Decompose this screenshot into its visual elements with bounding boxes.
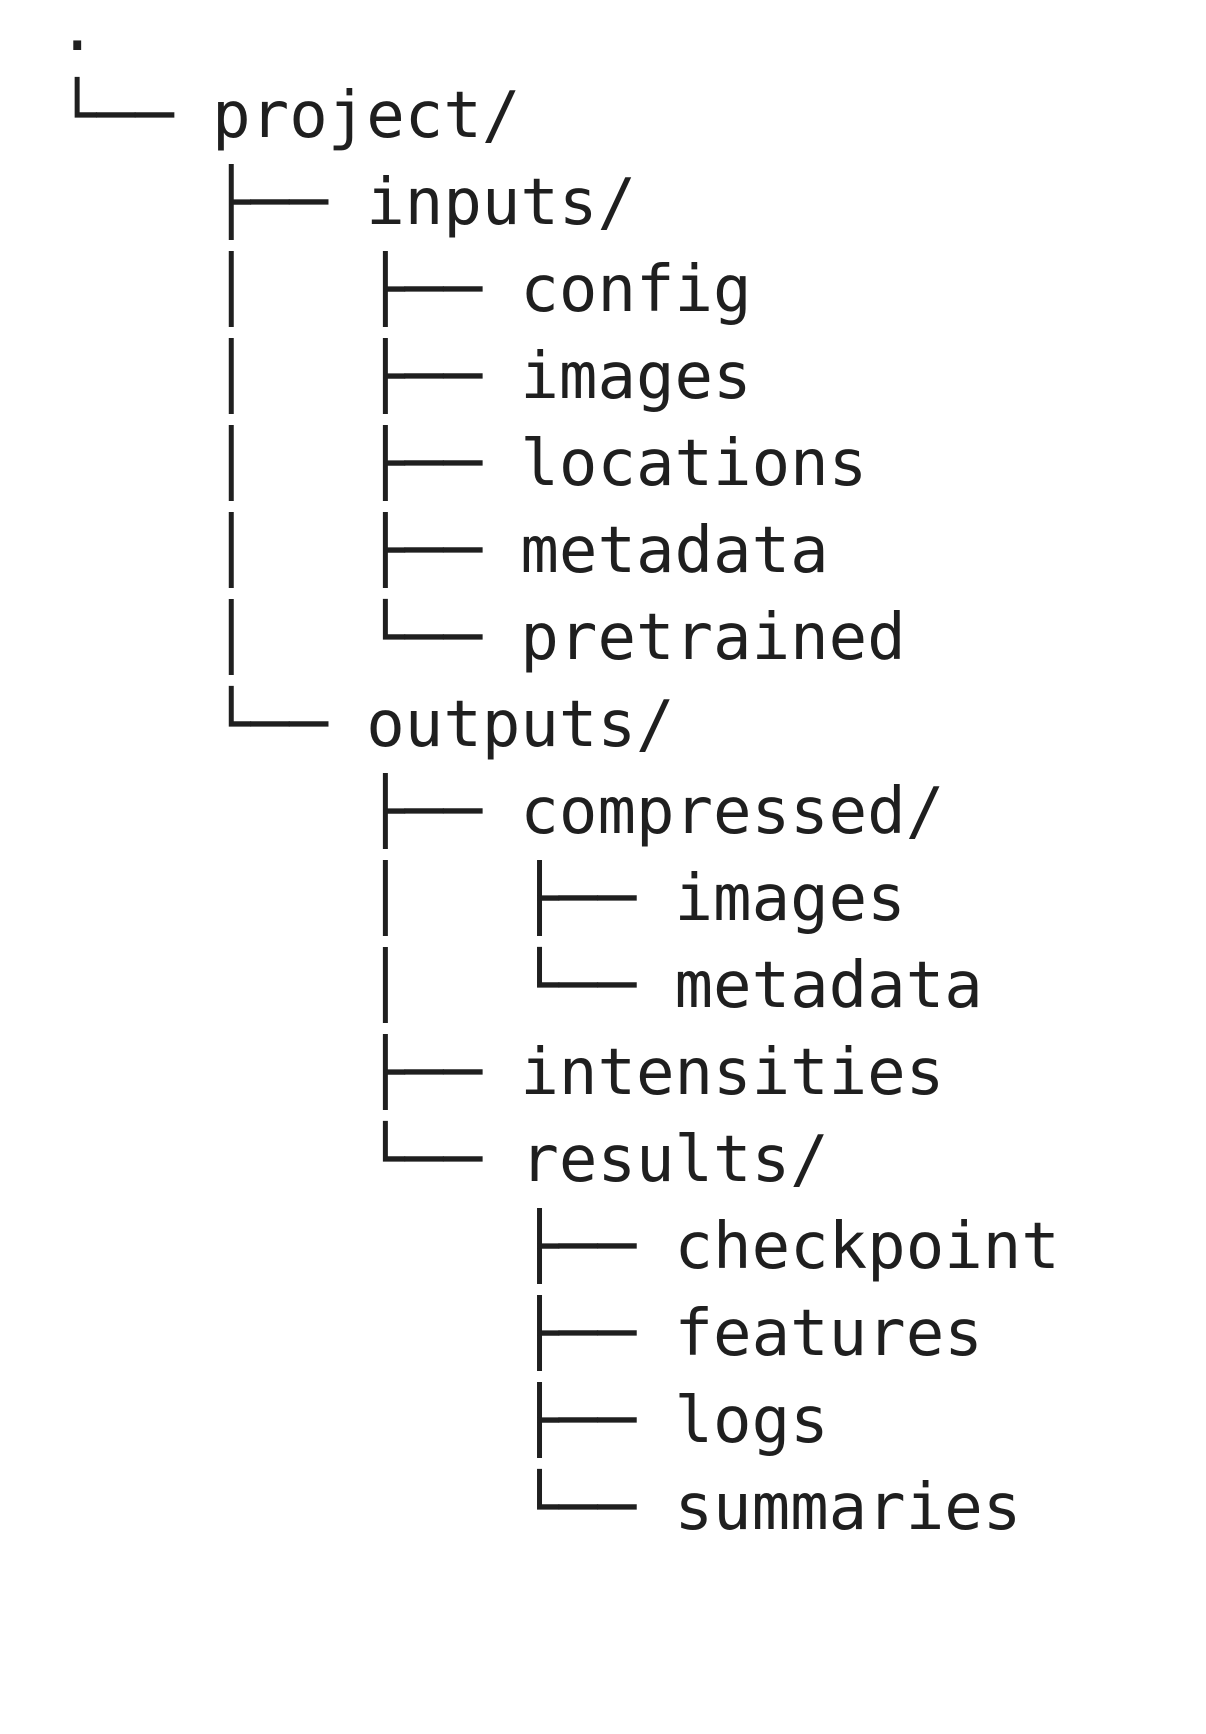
tree-branch: ├── — [58, 1297, 675, 1371]
tree-line-compressed-images: │ ├── images — [58, 856, 1060, 943]
tree-entry-name: results/ — [520, 1123, 829, 1197]
tree-branch: │ ├── — [58, 862, 675, 936]
tree-entry-name: logs — [674, 1384, 829, 1458]
tree-entry-name: inputs/ — [366, 166, 636, 240]
tree-entry-name: config — [520, 253, 752, 327]
tree-branch: │ ├── — [58, 253, 521, 327]
tree-branch: ├── — [58, 1036, 521, 1110]
tree-branch: │ ├── — [58, 340, 521, 414]
tree-line-compressed-metadata: │ └── metadata — [58, 943, 1060, 1030]
tree-line-outputs: └── outputs/ — [58, 682, 1060, 769]
tree-branch: │ ├── — [58, 514, 521, 588]
tree-entry-name: locations — [520, 427, 868, 501]
tree-entry-name: images — [520, 340, 752, 414]
tree-line-project: └── project/ — [58, 73, 1060, 160]
tree-entry-name: checkpoint — [674, 1210, 1060, 1284]
tree-entry-name: features — [674, 1297, 983, 1371]
tree-branch: └── — [58, 1471, 675, 1545]
tree-branch: └── — [58, 688, 367, 762]
tree-branch: ├── — [58, 775, 521, 849]
tree-branch: │ ├── — [58, 427, 521, 501]
tree-line-checkpoint: ├── checkpoint — [58, 1204, 1060, 1291]
tree-entry-name: outputs/ — [366, 688, 675, 762]
tree-branch: ├── — [58, 166, 367, 240]
tree-entry-name: pretrained — [520, 601, 906, 675]
tree-branch: ├── — [58, 1384, 675, 1458]
tree-line-results: └── results/ — [58, 1117, 1060, 1204]
tree-entry-name: project/ — [212, 79, 521, 153]
directory-tree: . └── project/ ├── inputs/ │ ├── config │… — [58, 0, 1060, 1552]
tree-line-pretrained: │ └── pretrained — [58, 595, 1060, 682]
tree-line-config: │ ├── config — [58, 247, 1060, 334]
tree-branch: └── — [58, 79, 213, 153]
tree-entry-name: metadata — [674, 949, 983, 1023]
tree-entry-name: summaries — [674, 1471, 1022, 1545]
tree-entry-name: compressed/ — [520, 775, 945, 849]
tree-entry-name: images — [674, 862, 906, 936]
tree-line-logs: ├── logs — [58, 1378, 1060, 1465]
tree-line-images: │ ├── images — [58, 334, 1060, 421]
tree-branch: │ └── — [58, 601, 521, 675]
tree-line-features: ├── features — [58, 1291, 1060, 1378]
tree-line-summaries: └── summaries — [58, 1465, 1060, 1552]
tree-branch: ├── — [58, 1210, 675, 1284]
tree-line-inputs: ├── inputs/ — [58, 160, 1060, 247]
tree-root: . — [58, 0, 97, 66]
tree-entry-name: intensities — [520, 1036, 945, 1110]
tree-branch: └── — [58, 1123, 521, 1197]
tree-line-metadata: │ ├── metadata — [58, 508, 1060, 595]
tree-entry-name: metadata — [520, 514, 829, 588]
tree-branch: │ └── — [58, 949, 675, 1023]
tree-line-intensities: ├── intensities — [58, 1030, 1060, 1117]
tree-line-locations: │ ├── locations — [58, 421, 1060, 508]
tree-line-compressed: ├── compressed/ — [58, 769, 1060, 856]
